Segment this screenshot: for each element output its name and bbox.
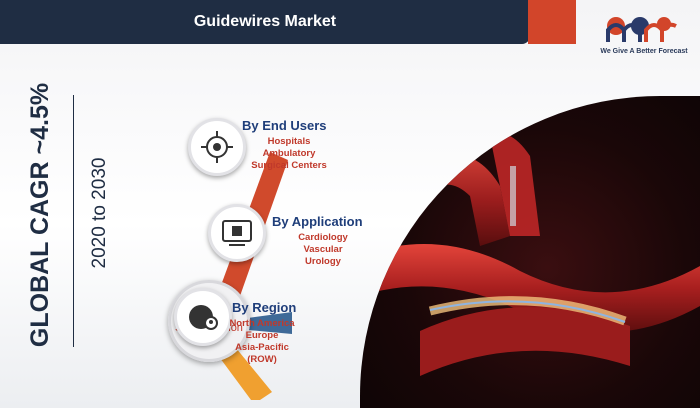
region-item: Europe <box>245 330 279 341</box>
end-users-items: Hospitals Ambulatory Surgical Centers <box>234 136 344 172</box>
region-items: North America Europe Asia-Pacific (ROW) <box>212 318 312 366</box>
application-items: Cardiology Vascular Urology <box>268 232 378 268</box>
artery-illustration <box>360 96 700 408</box>
cagr-panel: GLOBAL CAGR ~4.5% 2020 to 2030 <box>0 50 110 390</box>
region-item: Asia-Pacific <box>235 342 289 353</box>
end-users-item: Surgical Centers <box>251 160 327 171</box>
application-title: By Application <box>272 214 363 229</box>
application-item: Cardiology <box>298 232 348 243</box>
region-node <box>174 288 232 346</box>
segmentation-diagram: Market Segmentation By End Users Hospita… <box>80 100 400 400</box>
region-item: North America <box>229 318 295 329</box>
application-item: Vascular <box>303 244 343 255</box>
page-title: Guidewires Market <box>193 13 337 30</box>
cagr-divider <box>73 95 74 347</box>
region-connector <box>220 348 272 400</box>
end-users-item: Ambulatory <box>262 148 316 159</box>
end-users-item: Hospitals <box>267 136 311 147</box>
region-item: (ROW) <box>247 354 277 365</box>
header-bar <box>0 0 530 44</box>
globe-pin-icon <box>189 305 218 330</box>
computer-chip-icon <box>222 220 252 246</box>
hospital-network-icon <box>201 131 233 163</box>
end-users-title: By End Users <box>242 118 327 133</box>
application-item: Urology <box>305 256 341 267</box>
end-users-node <box>188 118 246 176</box>
application-node <box>208 204 266 262</box>
cagr-main-text: GLOBAL CAGR ~4.5% <box>26 82 54 348</box>
region-title: By Region <box>232 300 297 315</box>
logo-tagline: We Give A Better Forecast <box>600 48 688 55</box>
artery-image <box>360 133 700 376</box>
application-connector <box>248 312 292 334</box>
header-accent <box>528 0 576 44</box>
mmr-logo-icon <box>606 17 677 42</box>
